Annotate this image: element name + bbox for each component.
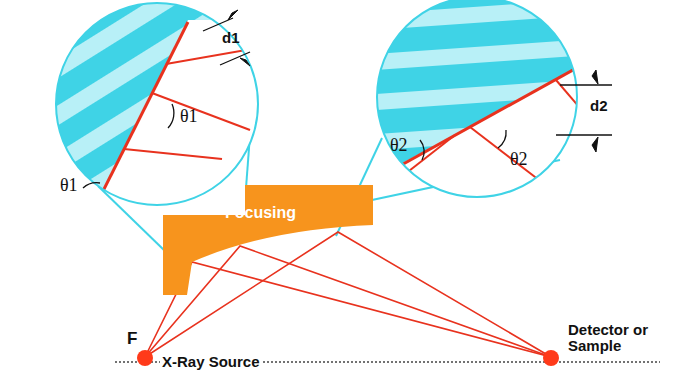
angle-label: θ1 — [60, 176, 78, 195]
angle-label: θ2 — [510, 150, 528, 169]
angle-label: θ1 — [180, 107, 198, 126]
mirror-shape — [163, 185, 373, 297]
source-label: X-Ray Source — [160, 354, 262, 370]
angle-label: θ2 — [390, 136, 408, 155]
detector-label: Detector or Sample — [566, 322, 662, 354]
point-label: F — [127, 330, 137, 348]
mirror-label: Focusing — [225, 204, 296, 222]
focusing-mirror: Focusing — [163, 185, 373, 297]
spacing-label: d1 — [222, 30, 240, 46]
spacing-label: d2 — [590, 98, 608, 114]
